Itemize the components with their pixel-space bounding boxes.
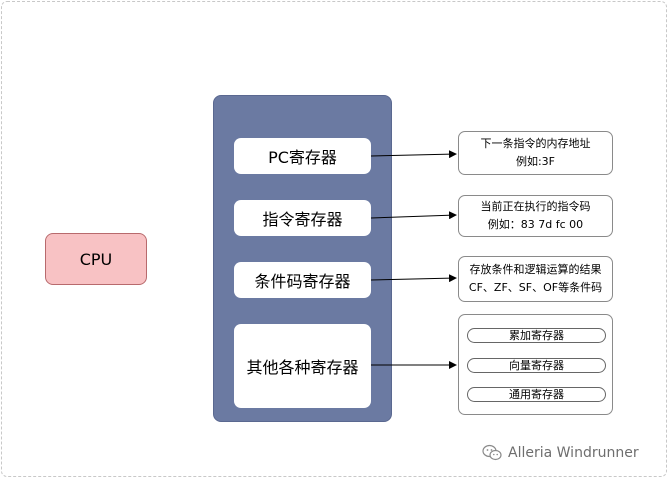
cpu-box: CPU [45, 233, 147, 285]
condition-description-box: 存放条件和逻辑运算的结果 CF、ZF、SF、OF等条件码 [458, 256, 613, 302]
cpu-label: CPU [79, 249, 113, 269]
condition-register-label: 条件码寄存器 [254, 272, 351, 291]
other-registers-box: 其他各种寄存器 [234, 324, 371, 408]
instruction-description-line2: 例如：83 7d fc 00 [487, 218, 584, 231]
instruction-description-box: 当前正在执行的指令码 例如：83 7d fc 00 [458, 195, 613, 237]
general-register-pill: 通用寄存器 [467, 387, 606, 402]
pc-description-box: 下一条指令的内存地址 例如:3F [458, 131, 613, 175]
other-registers-label: 其他各种寄存器 [246, 358, 359, 377]
pc-description-line1: 下一条指令的内存地址 [480, 137, 591, 150]
wechat-icon [482, 444, 502, 461]
watermark: Alleria Windrunner [482, 442, 639, 464]
instruction-register-box: 指令寄存器 [234, 200, 371, 236]
condition-arrow [370, 274, 457, 283]
instruction-description-line1: 当前正在执行的指令码 [480, 200, 591, 213]
pc-arrow [370, 150, 457, 159]
vector-register-pill: 向量寄存器 [467, 358, 606, 373]
watermark-text: Alleria Windrunner [508, 445, 639, 461]
condition-description-line1: 存放条件和逻辑运算的结果 [469, 263, 602, 276]
pc-register-box: PC寄存器 [234, 138, 371, 174]
condition-description-line2: CF、ZF、SF、OF等条件码 [468, 281, 603, 294]
condition-register-box: 条件码寄存器 [234, 262, 371, 298]
instruction-register-label: 指令寄存器 [262, 210, 343, 229]
instruction-arrow [370, 211, 457, 220]
pc-description-line2: 例如:3F [515, 155, 556, 168]
pc-register-label: PC寄存器 [268, 148, 337, 167]
accumulator-register-pill: 累加寄存器 [467, 328, 606, 343]
other-registers-group: 累加寄存器 向量寄存器 通用寄存器 [458, 314, 613, 415]
